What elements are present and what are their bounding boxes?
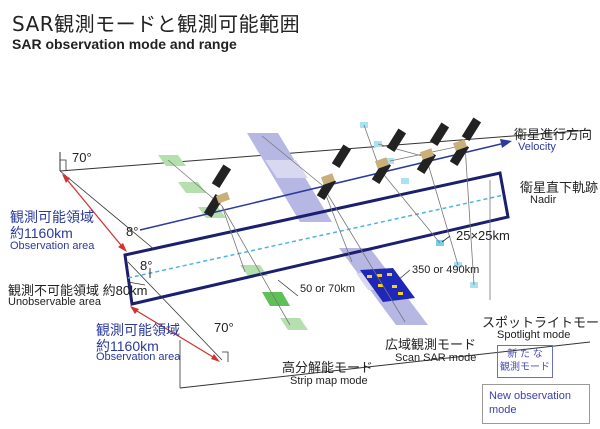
new-mode-badge-line1: 新 た な: [507, 349, 543, 360]
satellite-icon: [449, 117, 482, 166]
unobs-label-ja: 観測不可能領域 約80km: [8, 283, 148, 298]
title-japanese: SAR観測モードと観測可能範囲: [12, 12, 301, 36]
obs-area-top-en: Observation area: [10, 240, 95, 252]
satellite-icon: [316, 144, 352, 200]
angle-8-bottom: 8°: [140, 258, 153, 273]
obs-area-bottom-en: Observation area: [96, 351, 181, 363]
size-25-label: 25×25km: [456, 228, 510, 243]
scan-mode-ja: 広域観測モード: [385, 337, 477, 352]
obs-range-bottom-arrow: [131, 307, 219, 361]
ground-edge-bottom: [179, 341, 591, 389]
size-350-label: 350 or 490km: [412, 264, 480, 276]
satellite-icon: [203, 164, 232, 218]
size-50-label: 50 or 70km: [300, 283, 356, 295]
new-mode-badge-line2: 観測モード: [500, 362, 550, 373]
angle-top: 70°: [72, 150, 92, 165]
beam-lines: [167, 124, 491, 326]
obs-range-top-arrow: [63, 175, 126, 251]
angle-bottom: 70°: [214, 320, 234, 335]
ground-edge-top: [59, 129, 591, 172]
new-mode-badge: 新 た な 観測モード: [497, 345, 553, 378]
obs-area-bottom-km: 約1160km: [96, 338, 159, 354]
velocity-label-en: Velocity: [518, 141, 556, 153]
strip-mode-en: Strip map mode: [290, 375, 368, 387]
obs-area-bottom-ja: 観測可能領域: [96, 322, 180, 338]
velocity-arrowhead: [500, 139, 512, 148]
satellite-icon: [416, 122, 450, 174]
spot-mode-en: Spotlight mode: [497, 329, 571, 341]
obs-area-top-ja: 観測可能領域: [10, 209, 94, 225]
angle-8-top: 8°: [126, 224, 139, 239]
nadir-label-en: Nadir: [530, 194, 557, 206]
velocity-label-ja: 衛星進行方向: [514, 127, 593, 142]
scan-mode-en: Scan SAR mode: [395, 352, 477, 364]
satellite-icon: [371, 128, 407, 184]
nadir-label-ja: 衛星直下軌跡: [520, 180, 599, 195]
new-observation-mode-note: New observation mode: [482, 384, 590, 424]
nadir-dashed: [127, 194, 505, 279]
spot-mode-ja: スポットライトモード: [482, 315, 600, 330]
strip-mode-ja: 高分解能モード: [282, 360, 374, 375]
obs-area-top-km: 約1160km: [10, 225, 73, 241]
title-english: SAR observation mode and range: [12, 36, 237, 52]
nadir-rectangle: [123, 171, 510, 306]
unobs-label-en: Unobservable area: [8, 296, 101, 308]
